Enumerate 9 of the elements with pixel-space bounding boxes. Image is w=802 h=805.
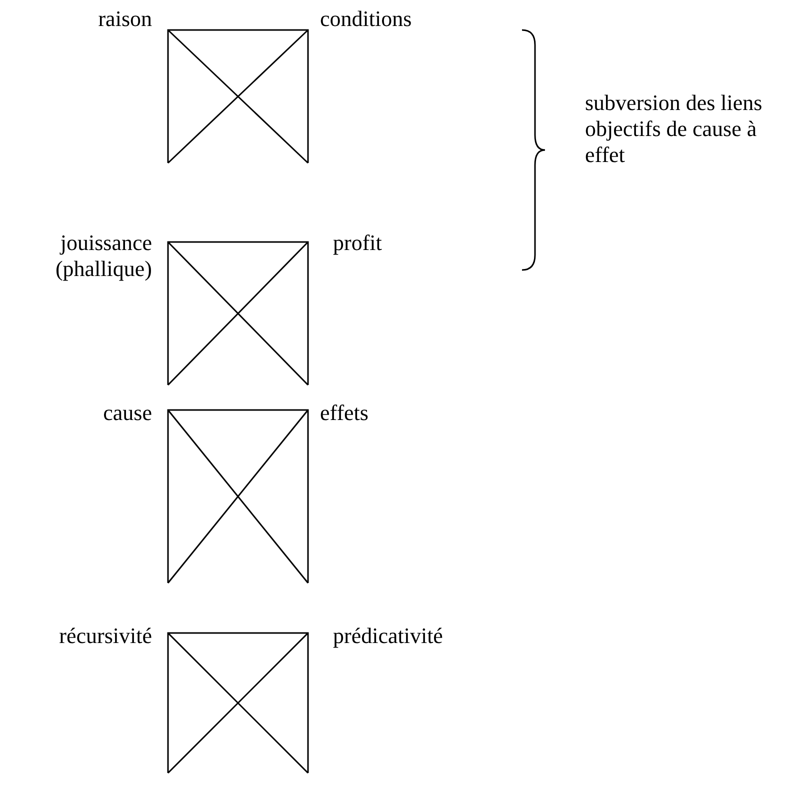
corner-label: effets: [320, 400, 368, 425]
corner-label: jouissance (phallique): [55, 230, 152, 281]
corner-label: prédicativité: [333, 623, 443, 648]
corner-label: récursivité: [59, 623, 152, 648]
corner-label: cause: [103, 400, 152, 425]
corner-label: conditions: [320, 6, 412, 31]
corner-label: raison: [98, 6, 152, 31]
note-text: subversion des liens objectifs de cause à effet: [585, 90, 762, 167]
corner-label: profit: [333, 230, 382, 255]
